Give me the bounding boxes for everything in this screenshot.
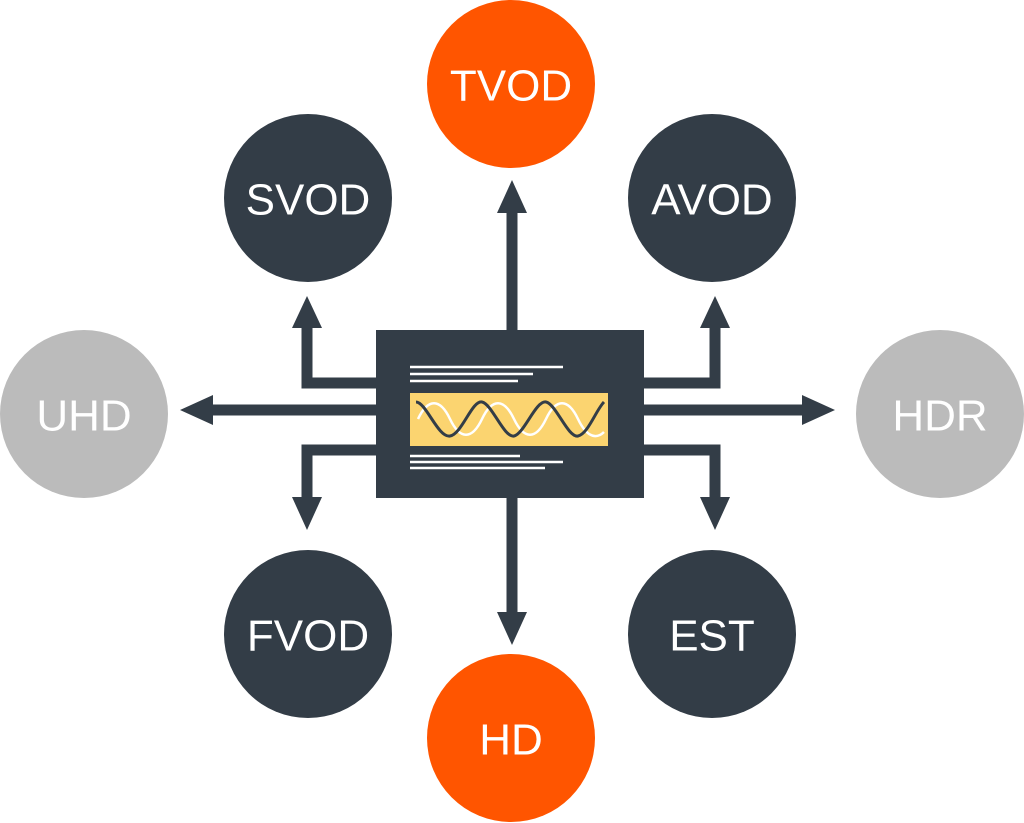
arrow-to-est (642, 444, 730, 530)
node-hd: HD (427, 654, 595, 822)
uhd-circle (0, 330, 168, 498)
arrow-to-uhd (180, 395, 380, 425)
node-fvod: FVOD (224, 550, 392, 718)
node-est: EST (628, 550, 796, 718)
node-tvod: TVOD (427, 0, 595, 168)
arrows-group (180, 180, 835, 645)
avod-circle (628, 114, 796, 282)
svod-circle (224, 114, 392, 282)
hd-label: HD (479, 716, 543, 765)
uhd-label: UHD (36, 392, 131, 441)
node-hdr: HDR (856, 330, 1024, 498)
node-avod: AVOD (628, 114, 796, 282)
text-lines-bottom (410, 454, 563, 470)
arrow-to-hd (497, 492, 527, 645)
fvod-circle (224, 550, 392, 718)
video-screen-with-waveform-icon (376, 330, 644, 498)
est-circle (628, 550, 796, 718)
waveform-dark (415, 400, 606, 438)
node-svod: SVOD (224, 114, 392, 282)
arrow-to-hdr (642, 395, 835, 425)
hdr-circle (856, 330, 1024, 498)
hdr-label: HDR (892, 392, 987, 441)
hd-circle (427, 654, 595, 822)
est-label: EST (669, 612, 755, 661)
tvod-label: TVOD (450, 62, 572, 111)
arrow-to-fvod (292, 444, 380, 530)
tvod-circle (427, 0, 595, 168)
node-uhd: UHD (0, 330, 168, 498)
svod-label: SVOD (246, 176, 371, 225)
arrow-to-tvod (497, 180, 527, 335)
waveform-light (416, 402, 605, 438)
arrow-to-avod (642, 296, 730, 389)
text-lines-top (410, 365, 563, 383)
avod-label: AVOD (651, 176, 772, 225)
fvod-label: FVOD (247, 612, 369, 661)
arrow-to-svod (292, 296, 380, 389)
